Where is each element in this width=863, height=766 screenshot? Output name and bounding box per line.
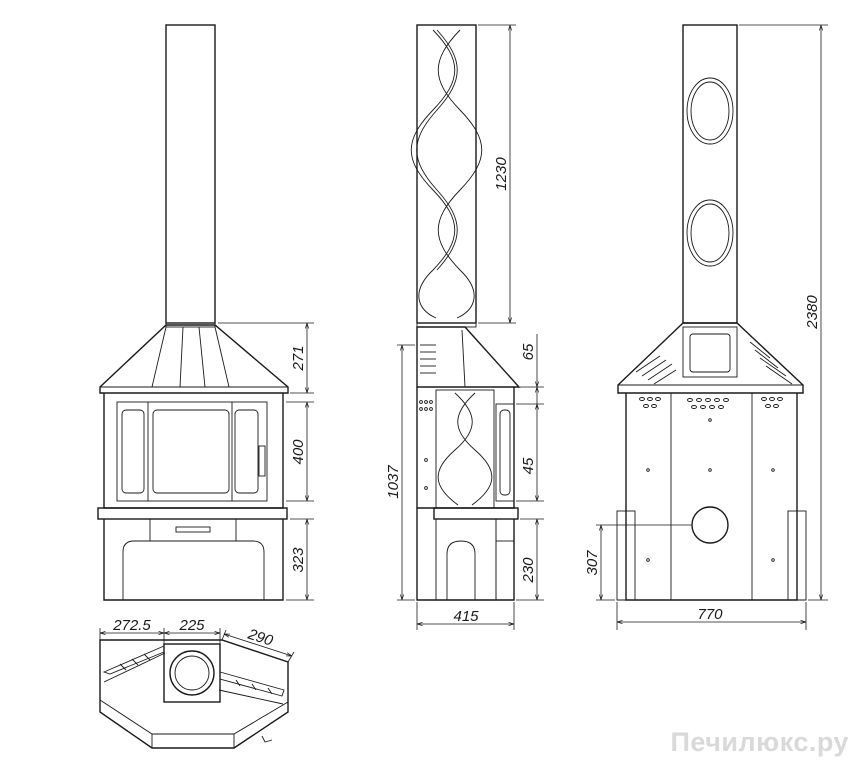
rear-vent-holes: [639, 397, 783, 409]
dim-rear-width: 770: [697, 606, 723, 623]
dim-rear-outlet-height: 307: [584, 550, 601, 576]
top-dimensions: 272.5 225 290: [99, 617, 295, 663]
dim-front-hood-height: 271: [290, 345, 307, 371]
side-dimensions: 1230 65 45 230 1037 415: [385, 24, 544, 630]
dim-side-body-height: 1037: [385, 465, 402, 499]
dim-top-side-segment: 272.5: [112, 617, 151, 634]
front-dimensions: 271 400 323: [218, 322, 314, 601]
dim-rear-total-height: 2380: [804, 295, 821, 330]
dim-front-base-height: 323: [290, 547, 307, 573]
dim-side-door-offset: 45: [520, 457, 537, 474]
side-view: [410, 24, 521, 601]
dim-front-door-height: 400: [290, 439, 307, 465]
dim-side-depth: 415: [453, 608, 479, 625]
dim-side-chimney-height: 1230: [493, 157, 510, 191]
rear-view: [616, 24, 807, 601]
top-view: [99, 639, 289, 749]
dim-top-diagonal: 290: [245, 625, 276, 649]
watermark-text: Печилюкс.ру: [670, 727, 849, 757]
dim-side-collar-height: 65: [520, 343, 537, 360]
dim-top-center-segment: 225: [178, 617, 205, 634]
rear-dimensions: 2380 307 770: [584, 24, 828, 630]
front-view: [97, 24, 289, 601]
dim-side-base-height: 230: [520, 557, 537, 584]
